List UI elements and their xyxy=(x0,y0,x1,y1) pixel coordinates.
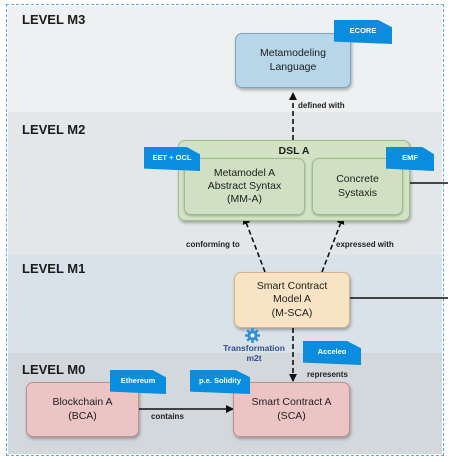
level-m2-label: LEVEL M2 xyxy=(22,122,86,137)
metamodeling-language-node: Metamodeling Language xyxy=(235,33,351,88)
emf-tag: EMF xyxy=(386,147,434,171)
dsl-title: DSL A xyxy=(278,145,310,157)
level-m1-label: LEVEL M1 xyxy=(22,261,86,276)
represents-label: represents xyxy=(307,370,348,379)
solidity-tag: p.e. Solidity xyxy=(190,370,250,394)
gear-icon xyxy=(245,328,260,343)
smart-contract-node: Smart Contract A (SCA) xyxy=(233,382,350,437)
expressed-with-label: expressed with xyxy=(336,240,394,249)
acceleo-tag: Acceleo xyxy=(303,341,361,365)
ethereum-tag: Ethereum xyxy=(110,370,166,394)
smart-contract-model-node: Smart Contract Model A (M-SCA) xyxy=(234,272,350,328)
level-m3-label: LEVEL M3 xyxy=(22,12,86,27)
expressed-with-arrow xyxy=(321,216,345,273)
ecore-tag: ECORE xyxy=(334,20,392,44)
defined-with-label: defined with xyxy=(298,101,345,110)
blockchain-node: Blockchain A (BCA) xyxy=(26,382,139,437)
conforming-to-label: conforming to xyxy=(186,240,240,249)
transformation-label: Transformation m2t xyxy=(223,343,285,363)
outer-frame xyxy=(6,4,444,456)
abstract-syntax-node: Metamodel A Abstract Syntax (MM-A) xyxy=(184,158,305,215)
eet-ocl-tag: EET + OCL xyxy=(144,147,200,171)
conforming-to-arrow xyxy=(242,216,266,273)
contains-label: contains xyxy=(151,412,184,421)
level-m0-label: LEVEL M0 xyxy=(22,362,86,377)
level-m1-band xyxy=(8,255,442,353)
